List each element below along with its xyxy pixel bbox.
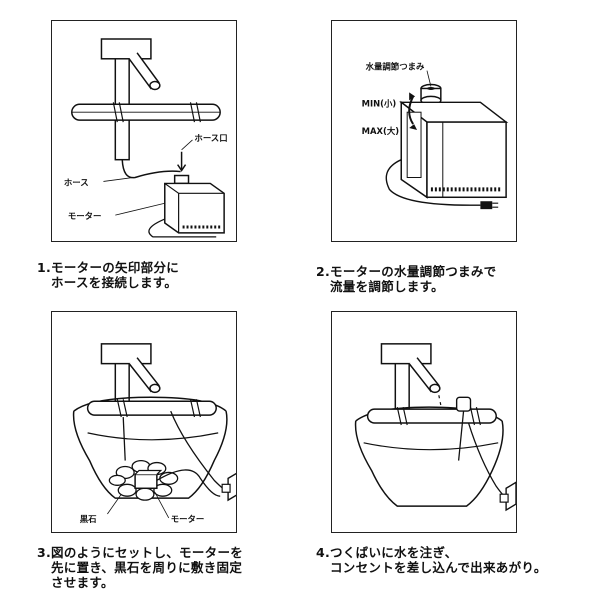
step-1-caption: 1.モーターの矢印部分に ホースを接続します。 bbox=[37, 260, 179, 290]
label-motor: モーター bbox=[171, 514, 205, 524]
step-text-line: コンセントを差し込んで出来あがり。 bbox=[330, 560, 547, 575]
label-black-stone: 黒石 bbox=[80, 514, 97, 524]
step-text-line: 図のようにセットし、モーターを bbox=[51, 545, 244, 560]
label-flow-knob: 水量調節つまみ bbox=[365, 62, 425, 72]
step-text-line: モーターの水量調節つまみで bbox=[330, 264, 497, 279]
step-number: 2. bbox=[316, 264, 331, 279]
step-3-drawing: 黒石 モーター bbox=[72, 343, 236, 524]
label-hose-port: ホース口 bbox=[194, 133, 227, 143]
label-max: MAX(大) bbox=[362, 126, 400, 136]
step-3-caption: 3.図のようにセットし、モーターを 先に置き、黒石を周りに敷き固定 させます。 bbox=[37, 545, 243, 590]
step-2-illustration: 水量調節つまみ MIN(小) MAX(大) bbox=[331, 20, 517, 242]
step-number: 3. bbox=[37, 545, 52, 560]
step-text-line: ホースを接続します。 bbox=[51, 275, 178, 290]
step-text-line: 流量を調節します。 bbox=[330, 279, 444, 294]
step-3-illustration: 黒石 モーター bbox=[51, 311, 237, 533]
step-1-illustration: ホース口 ホース モーター bbox=[51, 20, 237, 242]
step-2-caption: 2.モーターの水量調節つまみで 流量を調節します。 bbox=[316, 264, 496, 294]
step-4-caption: 4.つくばいに水を注ぎ、 コンセントを差し込んで出来あがり。 bbox=[316, 545, 547, 575]
step-number: 1. bbox=[37, 260, 52, 275]
step-4-drawing bbox=[354, 343, 516, 512]
step-2-drawing: 水量調節つまみ MIN(小) MAX(大) bbox=[362, 62, 509, 210]
step-4-illustration bbox=[331, 311, 517, 533]
step-text-line: つくばいに水を注ぎ、 bbox=[330, 545, 458, 560]
step-1-drawing: ホース口 ホース モーター bbox=[64, 38, 228, 238]
step-number: 4. bbox=[316, 545, 331, 560]
label-motor: モーター bbox=[68, 211, 102, 221]
step-text-line: 先に置き、黒石を周りに敷き固定 bbox=[51, 560, 243, 575]
step-text-line: モーターの矢印部分に bbox=[51, 260, 180, 275]
label-hose: ホース bbox=[64, 177, 89, 187]
label-min: MIN(小) bbox=[362, 98, 397, 108]
step-text-line: させます。 bbox=[51, 575, 114, 590]
